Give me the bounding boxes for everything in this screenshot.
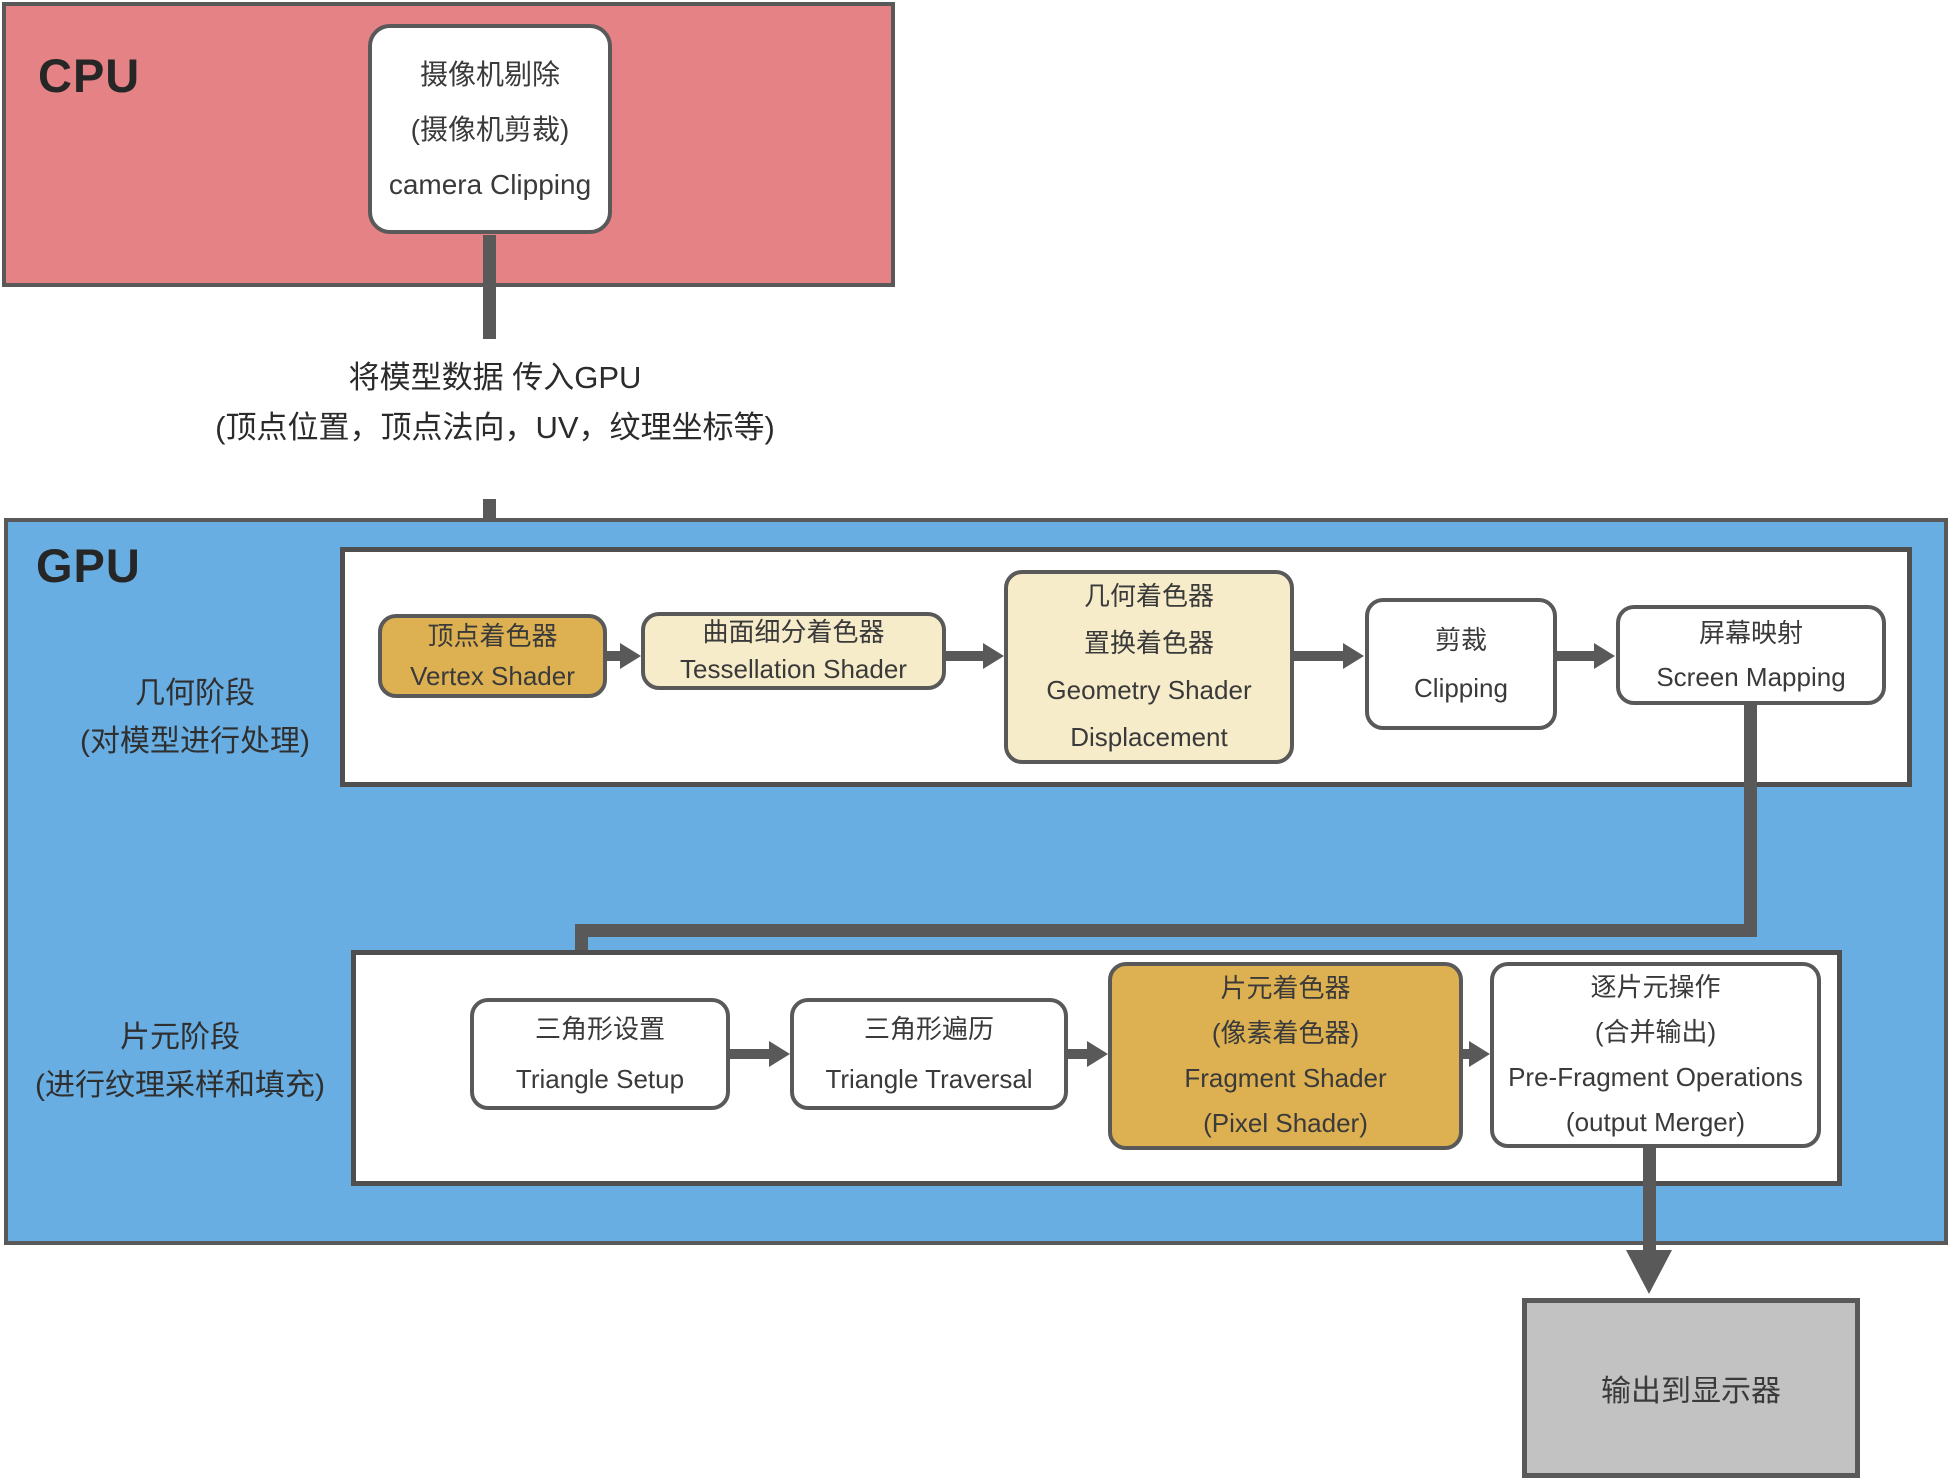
display-output-label: 输出到显示器 bbox=[1601, 1375, 1781, 1408]
node-line: Triangle Traversal bbox=[825, 1064, 1033, 1094]
camera-node-line: (摄像机剪裁) bbox=[410, 113, 570, 145]
elbow-connector-right-vertical bbox=[1744, 703, 1757, 937]
arrow-geometry-to-clipping bbox=[1292, 651, 1344, 661]
node-line: (Pixel Shader) bbox=[1203, 1108, 1368, 1138]
camera-clipping-node: 摄像机剔除 (摄像机剪裁) camera Clipping bbox=[368, 24, 612, 234]
node-line: 三角形设置 bbox=[534, 1014, 665, 1044]
transfer-label-line1: 将模型数据 传入GPU bbox=[348, 360, 642, 395]
node-line: 三角形遍历 bbox=[863, 1014, 994, 1044]
node-fragment-shader: 片元着色器 (像素着色器) Fragment Shader (Pixel Sha… bbox=[1108, 962, 1463, 1150]
camera-node-line: 摄像机剔除 bbox=[419, 58, 560, 90]
arrow-setup-to-traversal-head-icon bbox=[769, 1041, 790, 1067]
geometry-stage-subtitle: (对模型进行处理) bbox=[80, 725, 310, 758]
node-tessellation-shader: 曲面细分着色器 Tessellation Shader bbox=[641, 612, 946, 690]
node-line: Screen Mapping bbox=[1656, 662, 1846, 692]
node-line: Triangle Setup bbox=[515, 1064, 685, 1094]
arrow-geometry-to-clipping-head-icon bbox=[1343, 643, 1364, 669]
gpu-to-display-connector bbox=[1643, 1148, 1656, 1252]
cpu-to-gpu-connector-upper bbox=[483, 235, 496, 339]
elbow-connector-horizontal bbox=[575, 924, 1757, 937]
arrow-fragment-to-perfragment-head-icon bbox=[1469, 1041, 1490, 1067]
node-triangle-traversal: 三角形遍历 Triangle Traversal bbox=[790, 998, 1068, 1110]
node-line: (像素着色器) bbox=[1211, 1018, 1360, 1048]
node-vertex-shader: 顶点着色器 Vertex Shader bbox=[378, 614, 607, 698]
arrow-traversal-to-fragment-head-icon bbox=[1087, 1041, 1108, 1067]
gpu-label: GPU bbox=[36, 539, 141, 592]
transfer-label-line2: (顶点位置，顶点法向，UV，纹理坐标等) bbox=[215, 410, 775, 445]
node-line: (合并输出) bbox=[1594, 1017, 1717, 1047]
cpu-label: CPU bbox=[38, 49, 141, 102]
arrow-vertex-to-tessellation bbox=[605, 651, 621, 661]
elbow-connector-left-vertical bbox=[575, 924, 588, 956]
node-line: 片元着色器 bbox=[1220, 973, 1351, 1003]
node-line: Geometry Shader bbox=[1046, 675, 1252, 705]
node-clipping: 剪裁 Clipping bbox=[1365, 598, 1557, 730]
node-line: 置换着色器 bbox=[1083, 628, 1214, 658]
node-line: 顶点着色器 bbox=[427, 621, 558, 651]
node-screen-mapping: 屏幕映射 Screen Mapping bbox=[1616, 605, 1886, 705]
node-line: Displacement bbox=[1070, 722, 1228, 752]
node-line: Vertex Shader bbox=[410, 661, 575, 691]
camera-node-line: camera Clipping bbox=[388, 168, 592, 200]
node-line: Pre-Fragment Operations bbox=[1508, 1062, 1803, 1092]
arrow-setup-to-traversal bbox=[728, 1049, 770, 1059]
arrow-tessellation-to-geometry-head-icon bbox=[983, 643, 1004, 669]
arrow-vertex-to-tessellation-head-icon bbox=[620, 643, 641, 669]
node-per-fragment-operations: 逐片元操作 (合并输出) Pre-Fragment Operations (ou… bbox=[1490, 962, 1821, 1148]
gpu-to-display-arrowhead-icon bbox=[1626, 1250, 1672, 1294]
arrow-clipping-to-screenmapping bbox=[1555, 651, 1595, 661]
fragment-stage-subtitle: (进行纹理采样和填充) bbox=[35, 1069, 325, 1102]
node-line: Fragment Shader bbox=[1184, 1063, 1387, 1093]
arrow-clipping-to-screenmapping-head-icon bbox=[1594, 643, 1615, 669]
arrow-tessellation-to-geometry bbox=[944, 651, 984, 661]
geometry-stage-title: 几何阶段 bbox=[135, 677, 255, 710]
node-line: 逐片元操作 bbox=[1590, 972, 1721, 1002]
arrow-traversal-to-fragment bbox=[1066, 1049, 1088, 1059]
node-line: 几何着色器 bbox=[1083, 581, 1214, 611]
display-output-box: 输出到显示器 bbox=[1522, 1298, 1860, 1478]
arrow-fragment-to-perfragment bbox=[1461, 1049, 1470, 1059]
node-line: Tessellation Shader bbox=[680, 654, 907, 684]
node-line: Clipping bbox=[1414, 673, 1508, 703]
node-line: 剪裁 bbox=[1434, 625, 1487, 655]
node-line: (output Merger) bbox=[1565, 1107, 1746, 1137]
node-triangle-setup: 三角形设置 Triangle Setup bbox=[470, 998, 730, 1110]
node-line: 屏幕映射 bbox=[1698, 618, 1803, 648]
fragment-stage-title: 片元阶段 bbox=[120, 1021, 240, 1054]
node-line: 曲面细分着色器 bbox=[702, 617, 885, 647]
node-geometry-shader: 几何着色器 置换着色器 Geometry Shader Displacement bbox=[1004, 570, 1294, 764]
